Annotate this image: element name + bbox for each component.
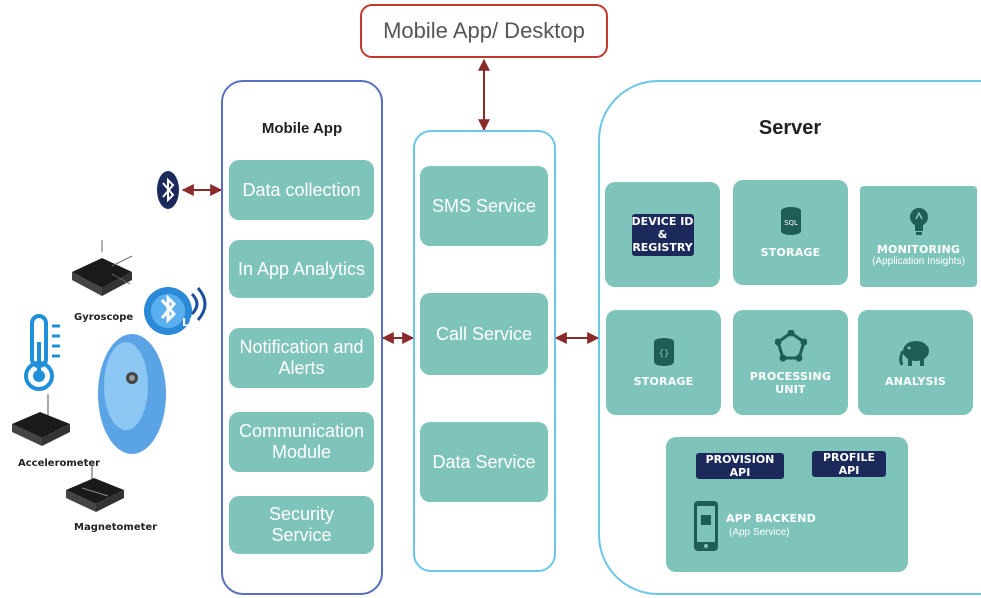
thermometer-icon: [24, 314, 60, 391]
item-security-service: Security Service: [229, 496, 374, 554]
sensor-device-icon: [98, 334, 166, 454]
mobile-app-panel: [221, 80, 383, 595]
server-panel: [598, 80, 981, 595]
item-notification-alerts: Notification and Alerts: [229, 328, 374, 388]
storage-blob-label: STORAGE: [633, 375, 694, 388]
sql-database-icon: SQL: [780, 207, 801, 235]
svg-text:{}: {}: [658, 349, 669, 359]
desktop-box: Mobile App/ Desktop: [360, 4, 608, 58]
processing-unit-tile: PROCESSING UNIT: [733, 310, 848, 415]
lightbulb-icon: [909, 207, 928, 235]
provision-api-label: PROVISION API: [696, 453, 784, 479]
app-service-phone-icon: [694, 501, 718, 551]
item-data-service: Data Service: [420, 422, 548, 502]
services-panel: [413, 130, 556, 572]
elephant-icon: [898, 341, 929, 366]
device-registry-tile: DEVICE ID & REGISTRY: [605, 182, 720, 287]
desktop-title: Mobile App/ Desktop: [383, 18, 585, 43]
item-data-collection: Data collection: [229, 160, 374, 220]
magnetometer-label: Magnetometer: [74, 522, 158, 533]
item-sms-service: SMS Service: [420, 166, 548, 246]
monitoring-sub-label: (Application Insights): [872, 255, 965, 267]
accelerometer-chip-icon: [12, 394, 70, 446]
ble-label: LE: [182, 316, 197, 329]
item-in-app-analytics: In App Analytics: [229, 240, 374, 298]
item-call-service: Call Service: [420, 293, 548, 375]
item-communication-module: Communication Module: [229, 412, 374, 472]
profile-api-label: PROFILE API: [812, 451, 886, 477]
app-backend-sub-label: (App Service): [729, 527, 790, 538]
analysis-tile: ANALYSIS: [858, 310, 973, 415]
mobile-app-title: Mobile App: [261, 120, 343, 137]
magnetometer-chip-icon: [66, 464, 124, 512]
sql-icon-text: SQL: [784, 219, 798, 227]
bluetooth-icon: [157, 171, 179, 209]
bluetooth-le-icon: LE: [144, 287, 207, 335]
accelerometer-label: Accelerometer: [18, 458, 101, 469]
analysis-label: ANALYSIS: [884, 375, 947, 388]
storage-blob-tile: {} STORAGE: [606, 310, 721, 415]
processing-unit-label: PROCESSING UNIT: [749, 369, 832, 396]
gyroscope-label: Gyroscope: [74, 312, 134, 323]
storage-sql-tile: SQL STORAGE: [733, 180, 848, 285]
gyroscope-chip-icon: [72, 240, 133, 296]
storage-cylinder-icon: {}: [653, 338, 674, 366]
monitoring-tile: MONITORING (Application Insights): [860, 186, 977, 287]
device-registry-label: DEVICE ID & REGISTRY: [631, 213, 694, 256]
server-title: Server: [758, 117, 822, 139]
monitoring-label: MONITORING: [876, 242, 961, 256]
storage-sql-label: STORAGE: [760, 246, 821, 259]
processing-network-icon: [774, 329, 807, 361]
app-backend-label: APP BACKEND: [726, 512, 817, 525]
